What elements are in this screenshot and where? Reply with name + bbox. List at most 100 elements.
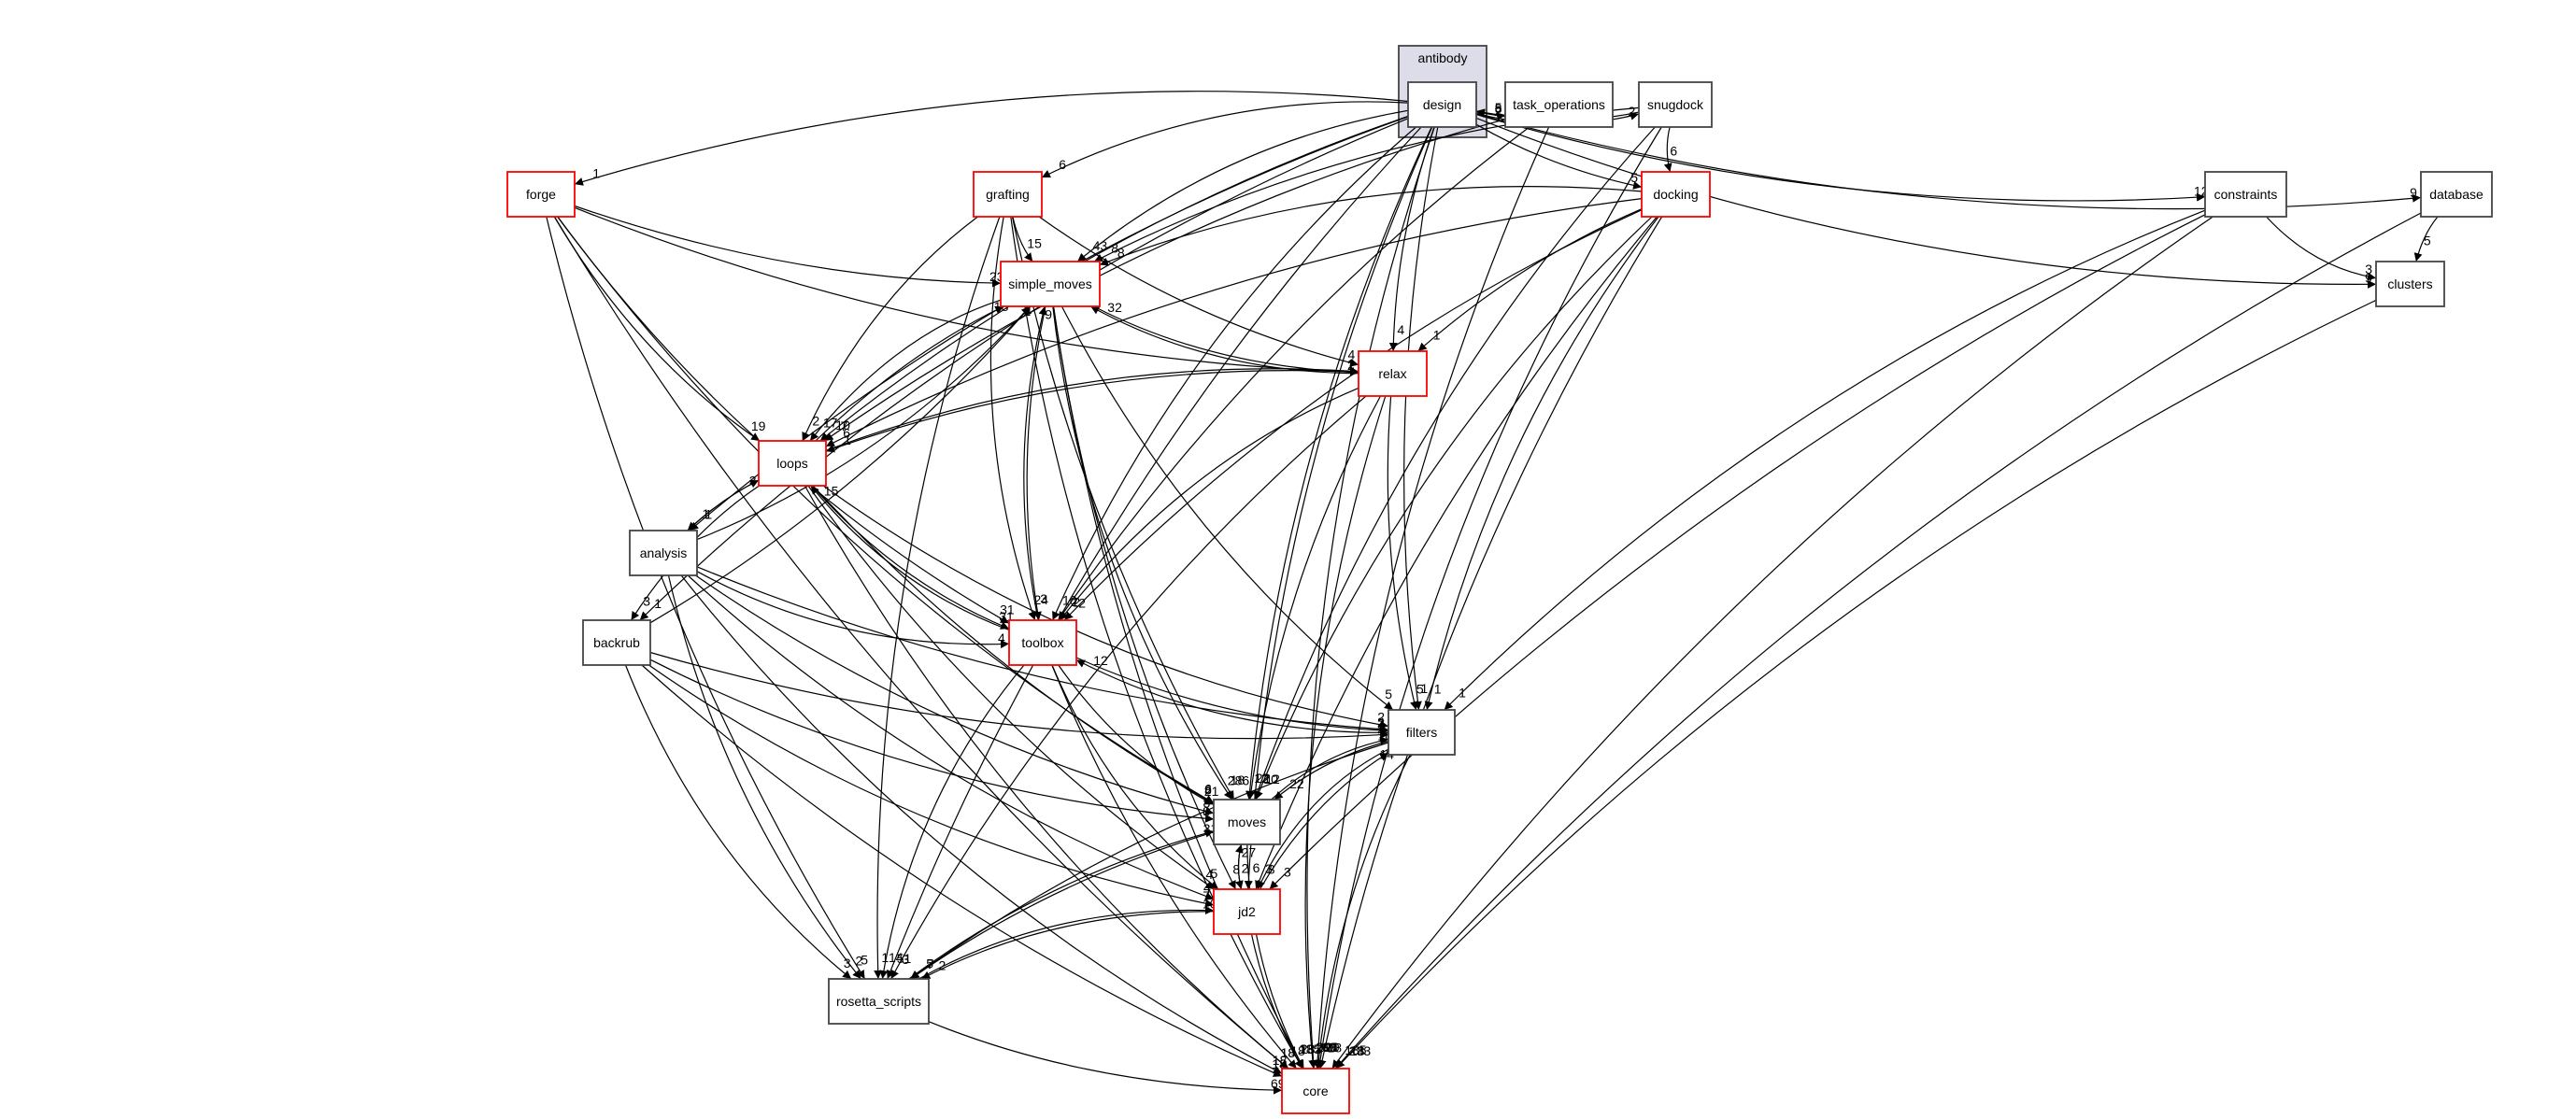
node-backrub[interactable]: backrub bbox=[582, 619, 651, 666]
edge-backrub-to-rosetta_scripts[interactable] bbox=[624, 664, 852, 980]
node-box[interactable] bbox=[2204, 171, 2287, 218]
edge-backrub-to-core[interactable] bbox=[641, 664, 1283, 1077]
edge-label[interactable]: 4 bbox=[998, 630, 1005, 645]
edge-jd2-to-filters[interactable] bbox=[1259, 752, 1389, 890]
edge-label[interactable]: 7 bbox=[1203, 888, 1210, 903]
edge-analysis-to-simple_moves[interactable] bbox=[696, 305, 1031, 541]
edge-grafting-to-toolbox[interactable] bbox=[989, 216, 1037, 621]
node-core[interactable]: core bbox=[1281, 1068, 1350, 1114]
node-forge[interactable]: forge bbox=[506, 171, 576, 218]
edge-label[interactable]: 9 bbox=[1045, 307, 1052, 322]
edge-jd2-to-rosetta_scripts[interactable] bbox=[921, 911, 1215, 980]
edge-label[interactable]: 18 bbox=[1290, 1043, 1305, 1058]
node-box[interactable] bbox=[1213, 799, 1281, 845]
edge-label[interactable]: 2 bbox=[1347, 358, 1355, 373]
edge-label[interactable]: 3 bbox=[2365, 262, 2372, 276]
edge-label[interactable]: 51 bbox=[897, 951, 912, 966]
edge-label[interactable]: 4 bbox=[1203, 880, 1211, 895]
edge-label[interactable]: 1 bbox=[1459, 686, 1466, 701]
edge-docking-to-loops[interactable] bbox=[825, 198, 1643, 447]
edge-label[interactable]: 8 bbox=[1204, 782, 1212, 797]
edge-label[interactable]: 8 bbox=[1268, 862, 1275, 877]
edge-grafting-to-relax[interactable] bbox=[1038, 216, 1359, 367]
edge-design-to-clusters[interactable] bbox=[1475, 117, 2377, 289]
edge-label[interactable]: 3 bbox=[643, 594, 650, 609]
node-toolbox[interactable]: toolbox bbox=[1008, 619, 1077, 666]
edge-label[interactable]: 43 bbox=[1093, 238, 1108, 253]
node-box[interactable] bbox=[1358, 350, 1428, 397]
edge-label[interactable]: 20 bbox=[1316, 1040, 1331, 1055]
edge-relax-to-core[interactable] bbox=[1304, 395, 1387, 1069]
edge-label[interactable]: 31 bbox=[1000, 602, 1015, 616]
edge-label[interactable]: 6 bbox=[1059, 157, 1066, 172]
edge-label[interactable]: 2 bbox=[939, 958, 946, 973]
edge-jd2-to-core[interactable] bbox=[1250, 933, 1303, 1069]
edge-rosetta_scripts-to-jd2[interactable] bbox=[918, 906, 1215, 980]
edge-label[interactable]: 15 bbox=[824, 483, 839, 498]
edge-design-to-rosetta_scripts[interactable] bbox=[886, 126, 1422, 980]
edge-moves-to-rosetta_scripts[interactable] bbox=[910, 831, 1215, 980]
edge-constraints-to-filters[interactable] bbox=[1444, 209, 2206, 711]
node-jd2[interactable]: jd2 bbox=[1213, 888, 1281, 935]
edge-forge-to-core[interactable] bbox=[553, 216, 1289, 1069]
edge-label[interactable]: 6 bbox=[1204, 782, 1212, 797]
edge-label[interactable]: 2 bbox=[1242, 861, 1249, 876]
edge-analysis-to-loops[interactable] bbox=[687, 479, 760, 531]
edge-label[interactable]: 18 bbox=[1328, 1040, 1343, 1055]
edge-task_operations-to-core[interactable] bbox=[1313, 126, 1550, 1069]
edge-label[interactable]: 1 bbox=[844, 432, 851, 447]
edge-label[interactable]: 27 bbox=[1242, 845, 1257, 860]
edge-design-to-forge[interactable] bbox=[574, 91, 1409, 186]
edge-label[interactable]: 69 bbox=[1322, 1040, 1337, 1055]
edge-label[interactable]: 1 bbox=[654, 596, 662, 611]
node-loops[interactable]: loops bbox=[758, 440, 827, 487]
edge-simple_moves-to-core[interactable] bbox=[1052, 305, 1304, 1069]
edge-label[interactable]: 3 bbox=[902, 952, 909, 967]
edge-constraints-to-core[interactable] bbox=[1331, 216, 2213, 1069]
edge-design-to-loops[interactable] bbox=[819, 115, 1409, 442]
edge-toolbox-to-filters[interactable] bbox=[1075, 657, 1389, 735]
edge-design-to-toolbox[interactable] bbox=[1052, 126, 1416, 621]
edge-label[interactable]: 1 bbox=[592, 166, 600, 181]
node-box[interactable] bbox=[973, 171, 1043, 218]
edge-label[interactable]: 2 bbox=[812, 413, 819, 428]
edge-docking-to-core[interactable] bbox=[1317, 216, 1663, 1069]
edge-relax-to-moves[interactable] bbox=[1246, 395, 1382, 800]
edge-label[interactable]: 2 bbox=[1078, 596, 1086, 611]
edge-label[interactable]: 24 bbox=[1034, 592, 1049, 607]
edge-design-to-filters[interactable] bbox=[1403, 126, 1439, 711]
edge-label[interactable]: 9 bbox=[2410, 185, 2417, 200]
edge-loops-to-filters[interactable] bbox=[822, 485, 1389, 729]
edge-label[interactable]: 2 bbox=[856, 954, 863, 969]
edge-loops-to-simple_moves[interactable] bbox=[815, 305, 1004, 442]
edge-label[interactable]: 135 bbox=[1299, 1041, 1321, 1056]
edge-toolbox-to-jd2[interactable] bbox=[1051, 664, 1219, 890]
node-docking[interactable]: docking bbox=[1641, 171, 1711, 218]
edge-grafting-to-rosetta_scripts[interactable] bbox=[874, 216, 1001, 980]
edge-docking-to-moves[interactable] bbox=[1255, 216, 1653, 800]
edge-label[interactable]: 32 bbox=[1107, 300, 1122, 315]
edge-toolbox-to-moves[interactable] bbox=[1058, 664, 1215, 805]
edge-snugdock-to-moves[interactable] bbox=[1253, 126, 1656, 800]
edge-label[interactable]: 6 bbox=[1670, 144, 1677, 159]
edge-design-to-backrub[interactable] bbox=[639, 118, 1409, 621]
edge-label[interactable]: 2 bbox=[1629, 104, 1636, 119]
edge-simple_moves-to-filters[interactable] bbox=[1060, 305, 1394, 711]
edge-label[interactable]: 6 bbox=[843, 426, 850, 441]
node-simple_moves[interactable]: simple_moves bbox=[1000, 261, 1101, 307]
edge-forge-to-relax[interactable] bbox=[574, 206, 1359, 376]
node-moves[interactable]: moves bbox=[1213, 799, 1281, 845]
edge-label[interactable]: 2 bbox=[1347, 358, 1355, 373]
edge-simple_moves-to-moves[interactable] bbox=[1052, 305, 1233, 800]
edge-label[interactable]: 7 bbox=[927, 956, 934, 971]
node-design[interactable]: design bbox=[1407, 81, 1477, 128]
node-box[interactable] bbox=[506, 171, 576, 218]
edge-forge-to-simple_moves[interactable] bbox=[574, 205, 1002, 288]
edge-docking-to-simple_moves[interactable] bbox=[1099, 186, 1643, 266]
edge-simple_moves-to-loops[interactable] bbox=[809, 299, 1002, 442]
edge-label[interactable]: 5 bbox=[1416, 682, 1424, 697]
edge-label[interactable]: 3 bbox=[1040, 591, 1047, 606]
edge-label[interactable]: 4 bbox=[1348, 347, 1356, 362]
edge-label[interactable]: 2 bbox=[1377, 715, 1385, 729]
edge-database-to-core[interactable] bbox=[1334, 212, 2422, 1069]
